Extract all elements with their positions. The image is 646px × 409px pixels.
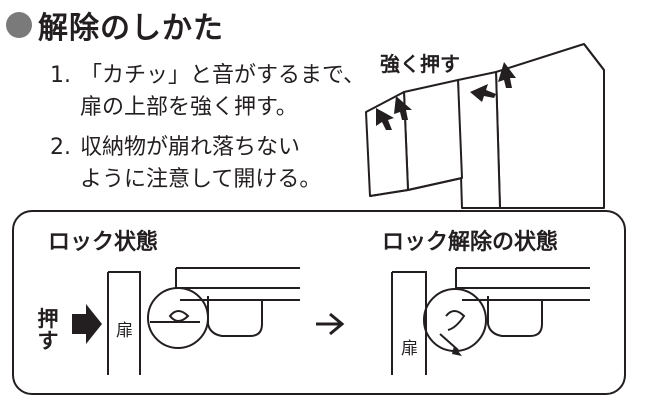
push-char-2: す	[37, 329, 59, 353]
heading-title: 解除のしかた	[38, 11, 224, 46]
step-1-number: 1.	[50, 63, 71, 88]
step-1: 1. 「カチッ」と音がするまで、 扉の上部を強く押す。	[50, 60, 365, 124]
unlocked-state-title: ロック解除の状態	[382, 230, 559, 255]
transition-arrow-icon	[316, 312, 345, 336]
section-heading: 解除のしかた	[6, 2, 224, 48]
door-label-left: 扉	[116, 321, 133, 341]
push-vertical-label: 押 す	[36, 308, 60, 352]
push-arrow-icon	[72, 304, 102, 344]
release-arrow-icon	[452, 346, 462, 356]
step-2-line2: ように注意して開ける。	[80, 167, 322, 192]
door-label-right: 扉	[401, 339, 418, 359]
push-hard-label: 強く押す	[380, 52, 460, 76]
bullet-circle-icon	[6, 12, 32, 38]
locked-state-title: ロック状態	[48, 230, 159, 255]
step-1-line2: 扉の上部を強く押す。	[80, 95, 298, 120]
push-char-1: 押	[37, 307, 59, 331]
step-2: 2. 収納物が崩れ落ちない ように注意して開ける。	[50, 132, 321, 196]
step-2-line1: 収納物が崩れ落ちない	[80, 135, 301, 160]
step-1-line1: 「カチッ」と音がするまで、	[80, 63, 366, 88]
lock-state-panel	[12, 210, 626, 395]
step-2-number: 2.	[50, 135, 71, 160]
